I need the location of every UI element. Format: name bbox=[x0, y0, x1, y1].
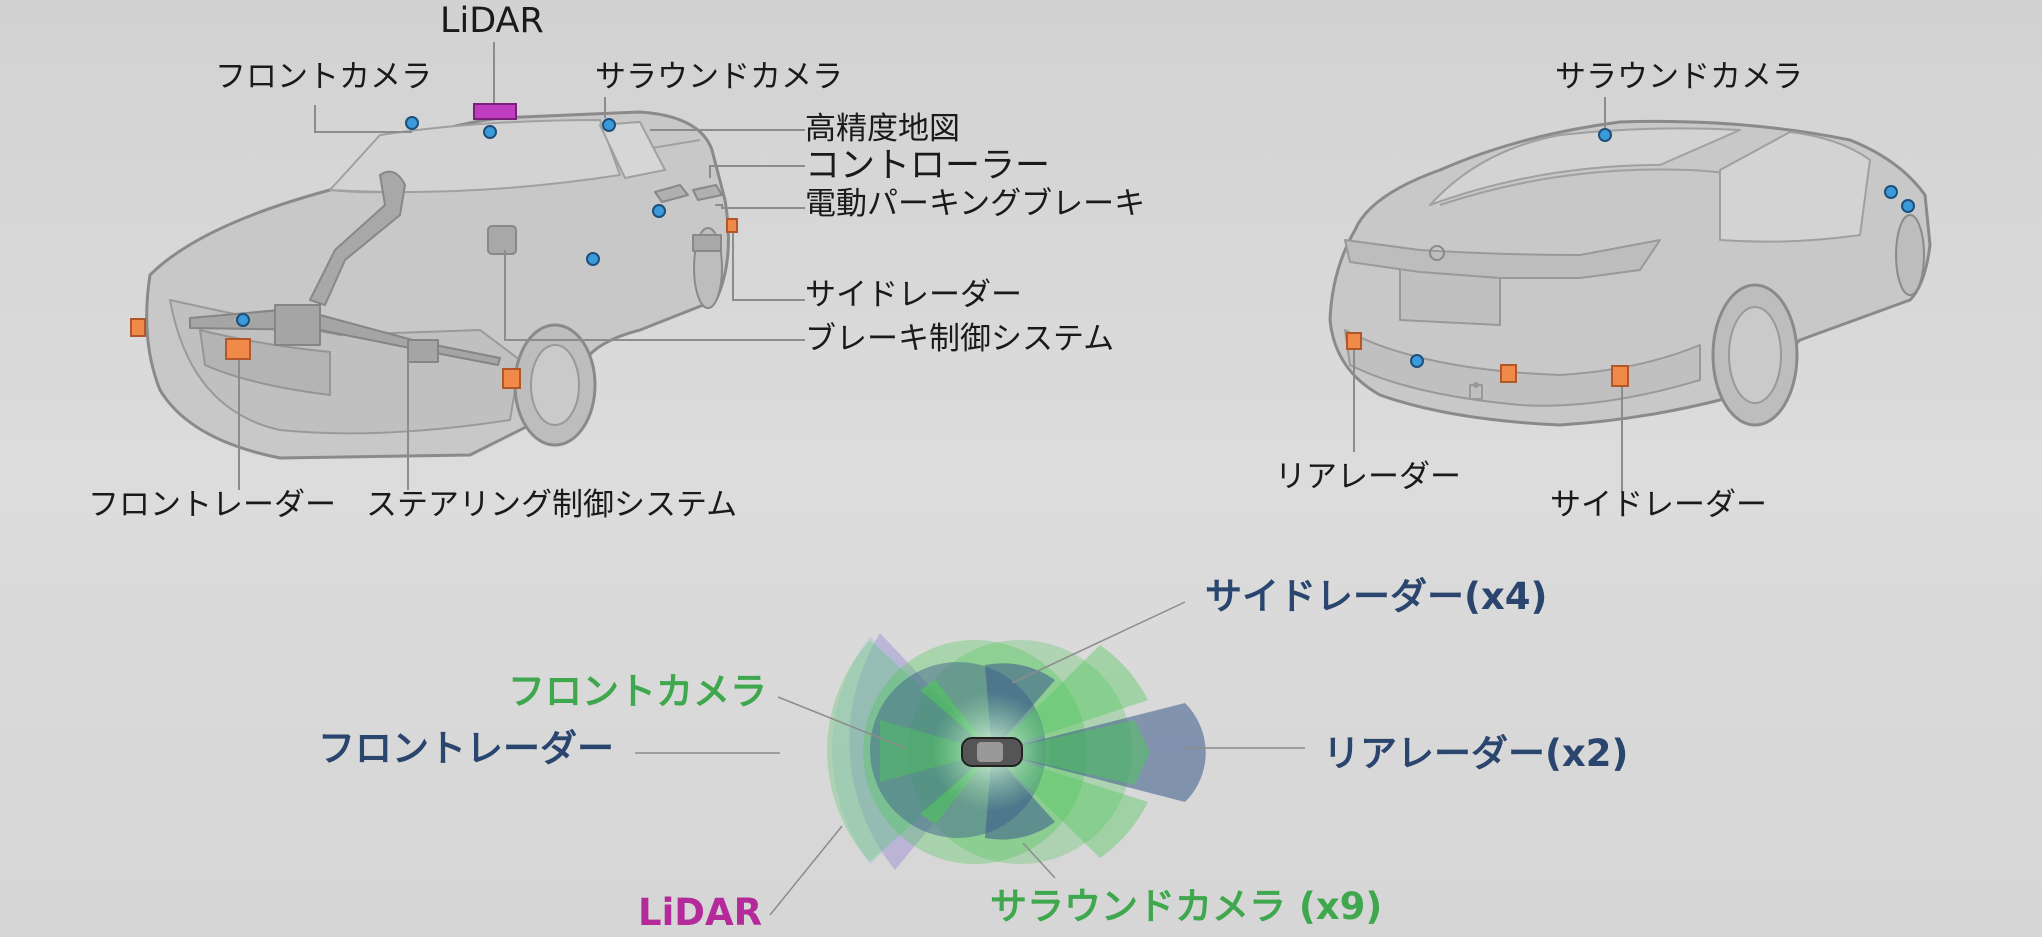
rear-car-leader-lines bbox=[1353, 97, 1623, 492]
rear-car-sensors bbox=[1346, 128, 1915, 387]
radar-box bbox=[502, 368, 521, 389]
radar-box bbox=[130, 318, 146, 337]
rear-radar-label: リアレーダー bbox=[1275, 459, 1461, 495]
radar-box bbox=[1500, 364, 1517, 383]
radar-box bbox=[225, 338, 251, 360]
camera-dot bbox=[236, 313, 250, 327]
hd-map-label: 高精度地図 bbox=[805, 111, 960, 147]
steering-control-system-label: ステアリング制御システム bbox=[366, 487, 738, 523]
front-camera-zone bbox=[827, 640, 992, 862]
camera-dot bbox=[483, 125, 497, 139]
coverage-car-icon bbox=[961, 737, 1023, 767]
controller-label: コントローラー bbox=[805, 146, 1051, 186]
lidar-label: LiDAR bbox=[440, 1, 544, 41]
coverage-front-radar-label: フロントレーダー bbox=[318, 727, 614, 770]
coverage-diagram bbox=[827, 633, 1206, 870]
camera-dot bbox=[1901, 199, 1915, 213]
camera-dot bbox=[602, 118, 616, 132]
radar-box bbox=[726, 218, 738, 233]
rear-car-illustration bbox=[1328, 119, 1932, 427]
front-camera-label: フロントカメラ bbox=[215, 59, 432, 95]
radar-box bbox=[1611, 365, 1629, 387]
camera-dot bbox=[405, 116, 419, 130]
coverage-lidar-label: LiDAR bbox=[638, 891, 763, 934]
camera-dot bbox=[1410, 354, 1424, 368]
front-car-illustration bbox=[145, 110, 730, 460]
coverage-leader-lines bbox=[635, 601, 1305, 916]
lidar-zone bbox=[849, 633, 992, 870]
coverage-front-camera-label: フロントカメラ bbox=[508, 670, 767, 713]
camera-dot bbox=[586, 252, 600, 266]
radar-box bbox=[1346, 332, 1362, 350]
coverage-surround-camera-label: サラウンドカメラ (x9) bbox=[990, 885, 1383, 928]
rear-surround-camera-label: サラウンドカメラ bbox=[1555, 59, 1803, 95]
surround-camera-label: サラウンドカメラ bbox=[595, 59, 843, 95]
camera-dot bbox=[652, 204, 666, 218]
rear-side-radar-label: サイドレーダー bbox=[1550, 487, 1767, 523]
brake-control-system-label: ブレーキ制御システム bbox=[805, 321, 1115, 357]
coverage-rear-radar-label: リアレーダー(x2) bbox=[1323, 732, 1629, 775]
coverage-side-radar-label: サイドレーダー(x4) bbox=[1205, 575, 1548, 618]
front-car-leader-lines bbox=[238, 42, 805, 490]
camera-dot bbox=[1884, 185, 1898, 199]
front-radar-label: フロントレーダー bbox=[88, 487, 336, 523]
electric-parking-brake-label: 電動パーキングブレーキ bbox=[805, 186, 1146, 222]
front-car-sensors bbox=[130, 103, 738, 389]
camera-dot bbox=[1598, 128, 1612, 142]
lidar-unit bbox=[473, 103, 517, 120]
side-radar-label: サイドレーダー bbox=[805, 277, 1022, 313]
